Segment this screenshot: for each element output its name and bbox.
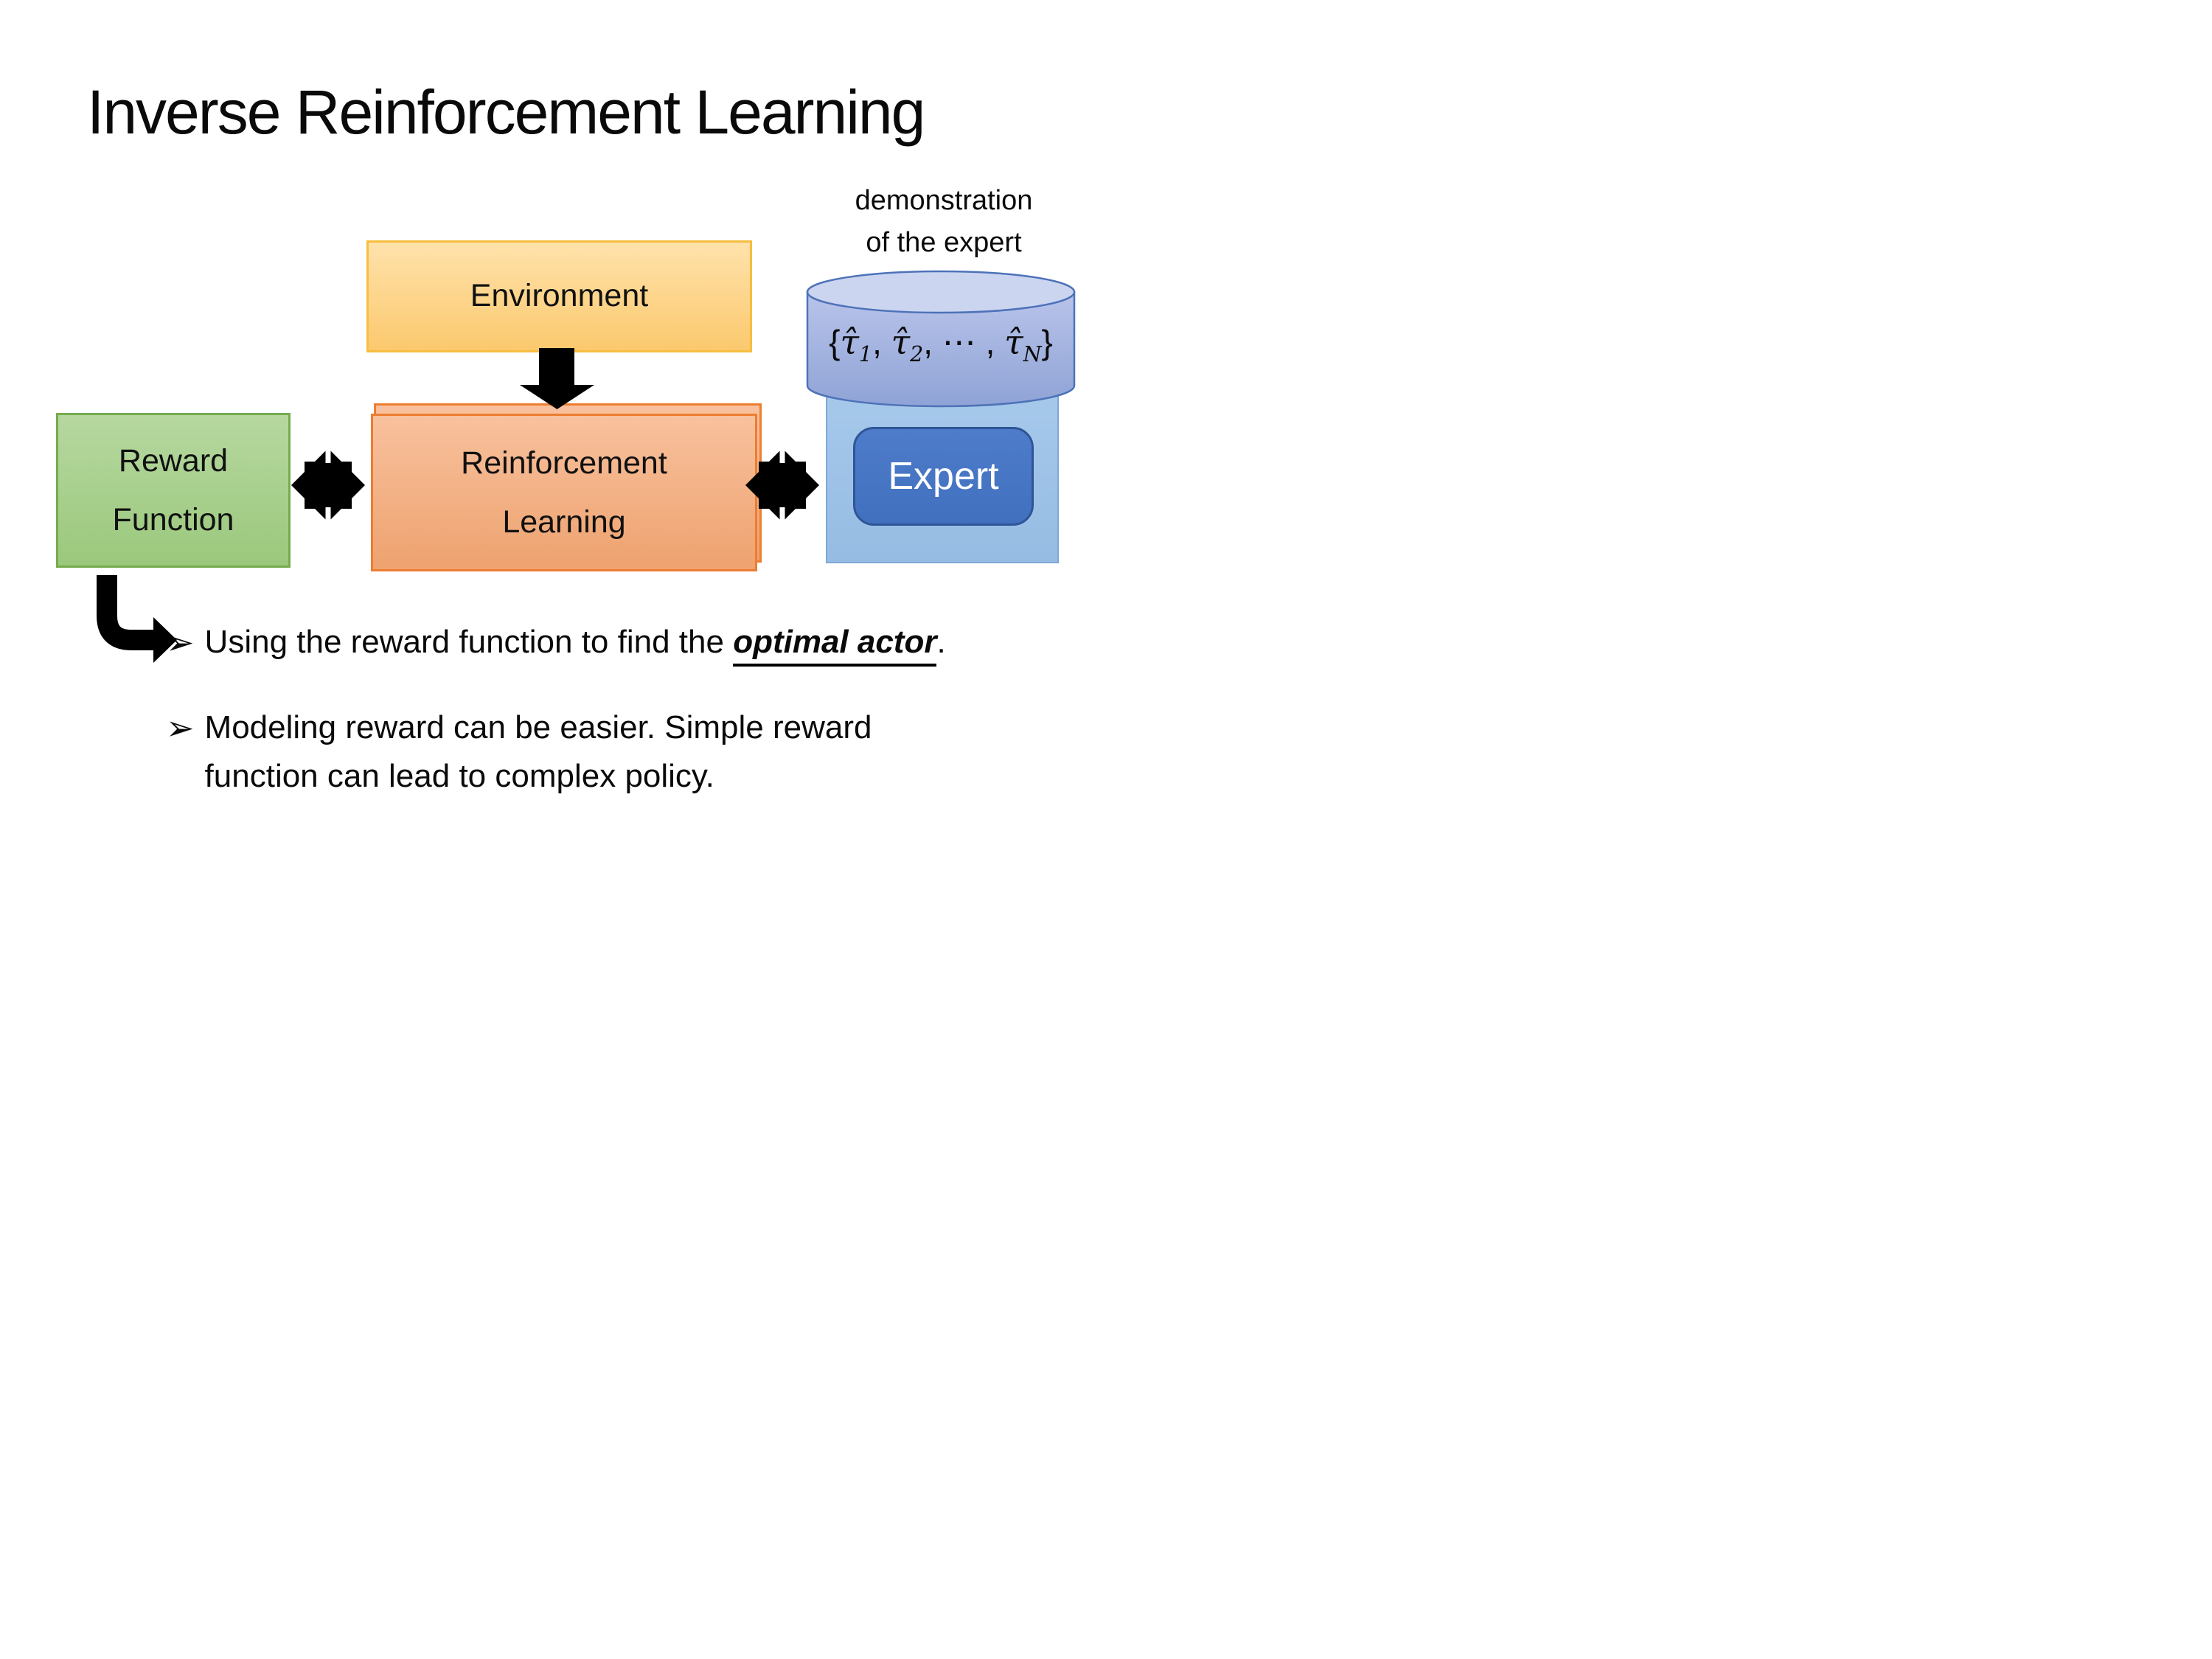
expert-label: Expert (888, 455, 999, 498)
environment-box: Environment (366, 240, 752, 352)
bullet-2: ➢ Modeling reward can be easier. Simple … (166, 703, 992, 801)
formula-tau2: τ̂ (891, 322, 911, 362)
bullet-1-suffix: . (936, 624, 946, 660)
annotation-line2: of the expert (866, 227, 1022, 258)
formula-comma: , (872, 323, 891, 361)
reward-function-box: Reward Function (56, 413, 291, 568)
environment-label: Environment (470, 278, 649, 314)
bullet-1-emphasis: optimal actor (733, 624, 937, 667)
formula-sub2: 2 (910, 342, 924, 367)
reinforcement-learning-box: Reinforcement Learning (371, 414, 757, 571)
demonstration-annotation: demonstration of the expert (793, 180, 1095, 264)
formula-tau1: τ̂ (840, 322, 859, 362)
down-arrow-icon (520, 348, 594, 409)
formula-subN: N (1023, 342, 1042, 367)
bullet-1: ➢ Using the reward function to find the … (166, 618, 946, 667)
reward-label-line1: Reward (118, 443, 229, 479)
rl-label-line2: Learning (502, 504, 626, 540)
exchange-arrow-left-icon (291, 448, 365, 522)
bullet-1-text: Using the reward function to find the op… (205, 618, 946, 667)
annotation-line1: demonstration (855, 185, 1033, 216)
formula-dots: , ⋯ , (923, 323, 1005, 361)
formula-close-brace: } (1041, 323, 1053, 361)
expert-box: Expert (853, 427, 1034, 526)
bullet-2-line1: Modeling reward can be easier. Simple re… (204, 709, 872, 745)
rl-label-line1: Reinforcement (461, 445, 667, 481)
bent-arrow-icon (97, 575, 177, 663)
bullet-2-line2: function can lead to complex policy. (204, 758, 714, 794)
formula-open-brace: { (829, 323, 841, 361)
formula-sub1: 1 (858, 342, 873, 367)
formula-tauN: τ̂ (1004, 322, 1023, 362)
bullet-2-text: Modeling reward can be easier. Simple re… (205, 703, 872, 801)
trajectory-set-formula: {τ̂1, τ̂2, ⋯ , τ̂N} (806, 322, 1076, 366)
exchange-arrow-right-icon (745, 448, 819, 522)
bullet-1-prefix: Using the reward function to find the (204, 624, 734, 660)
slide: Inverse Reinforcement Learning demonstra… (0, 0, 1106, 830)
reward-label-line2: Function (112, 502, 234, 538)
page-title: Inverse Reinforcement Learning (87, 77, 925, 147)
arrow-bullet-icon: ➢ (166, 709, 195, 747)
database-cylinder-icon (806, 270, 1076, 408)
